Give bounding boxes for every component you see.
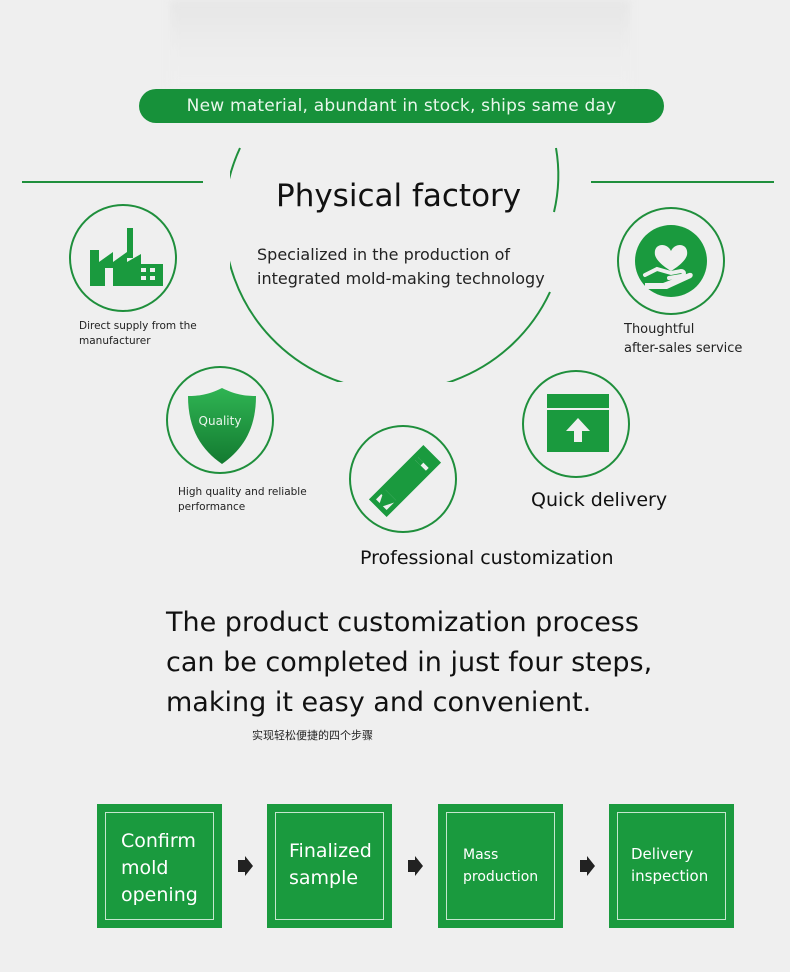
feature-quality-label: High quality and reliable performance (178, 486, 307, 513)
factory-icon (90, 228, 163, 286)
pencil-ruler-icon (368, 444, 442, 518)
step-label: Confirm mold opening (121, 830, 198, 906)
feature-customization-label: Professional customization (360, 547, 614, 569)
right-divider (591, 181, 774, 183)
left-divider (22, 181, 203, 183)
arrow-right-icon (408, 856, 423, 876)
feature-factory (69, 204, 177, 312)
process-note: 实现轻松便捷的四个步骤 (252, 729, 373, 742)
step-label: Mass production (463, 847, 539, 885)
quality-shield-icon (188, 388, 256, 464)
step-label: Finalized sample (289, 840, 372, 889)
feature-quality: Quality (166, 366, 274, 474)
factory-title: Physical factory (276, 178, 522, 214)
feature-customization (349, 425, 457, 533)
feature-delivery (522, 370, 630, 478)
feature-aftersales (617, 207, 725, 315)
feature-aftersales-label: Thoughtful after-sales service (624, 322, 743, 356)
top-blurred-header (170, 0, 630, 86)
banner-pill: New material, abundant in stock, ships s… (139, 89, 664, 123)
step-mass-production: Mass production (438, 804, 563, 928)
arrow-right-icon (238, 856, 253, 876)
step-label: Delivery inspection (631, 845, 709, 885)
factory-circle (230, 147, 560, 382)
factory-subtitle: Specialized in the production of integra… (257, 245, 545, 288)
step-finalized-sample: Finalized sample (267, 804, 392, 928)
arrow-right-icon (580, 856, 595, 876)
delivery-box-icon (547, 394, 609, 452)
heart-hand-icon (635, 225, 707, 297)
feature-delivery-label: Quick delivery (531, 489, 668, 511)
step-confirm-mold-opening: Confirm mold opening (97, 804, 222, 928)
step-delivery-inspection: Delivery inspection (609, 804, 734, 928)
process-headline: The product customization process can be… (166, 607, 653, 718)
quality-badge: Quality (198, 414, 242, 428)
feature-factory-label: Direct supply from the manufacturer (79, 320, 197, 347)
